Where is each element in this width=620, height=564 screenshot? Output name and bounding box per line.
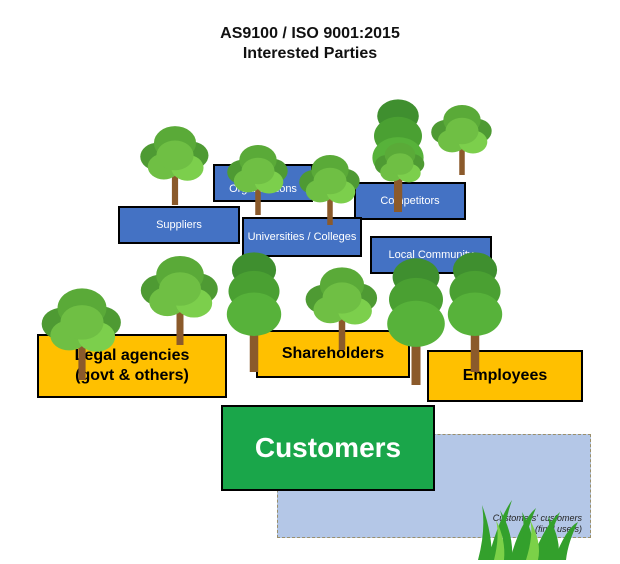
tree-icon — [140, 255, 218, 345]
shareholders-box: Shareholders — [256, 330, 410, 378]
title-line-2: Interested Parties — [242, 45, 378, 62]
local-community-label: Local Community — [388, 248, 474, 261]
title-line-1: AS9100 / ISO 9001:2015 — [220, 25, 400, 42]
tree-icon — [140, 126, 209, 205]
suppliers-label: Suppliers — [156, 218, 202, 231]
tree-icon — [305, 267, 378, 350]
tree-icon — [226, 252, 282, 372]
diagram-title: AS9100 / ISO 9001:2015 Interested Partie… — [0, 24, 620, 64]
universities-label: Universities / Colleges — [247, 230, 357, 243]
tree-icon — [431, 105, 492, 175]
employees-box: Employees — [427, 350, 583, 402]
customers-box: Customers — [221, 405, 435, 491]
tree-icon — [227, 145, 288, 215]
tree-icon — [387, 258, 445, 385]
customers-label: Customers — [254, 432, 402, 463]
employees-label: Employees — [462, 367, 548, 384]
tree-icon — [41, 288, 121, 380]
tree-icon — [447, 252, 503, 372]
tree-icon — [299, 155, 360, 225]
shareholders-label: Shareholders — [281, 345, 385, 362]
end-users-label: Customers' customers (final users) — [492, 513, 582, 534]
universities-box: Universities / Colleges — [242, 217, 362, 257]
suppliers-box: Suppliers — [118, 206, 240, 244]
tree-icon — [374, 142, 425, 200]
